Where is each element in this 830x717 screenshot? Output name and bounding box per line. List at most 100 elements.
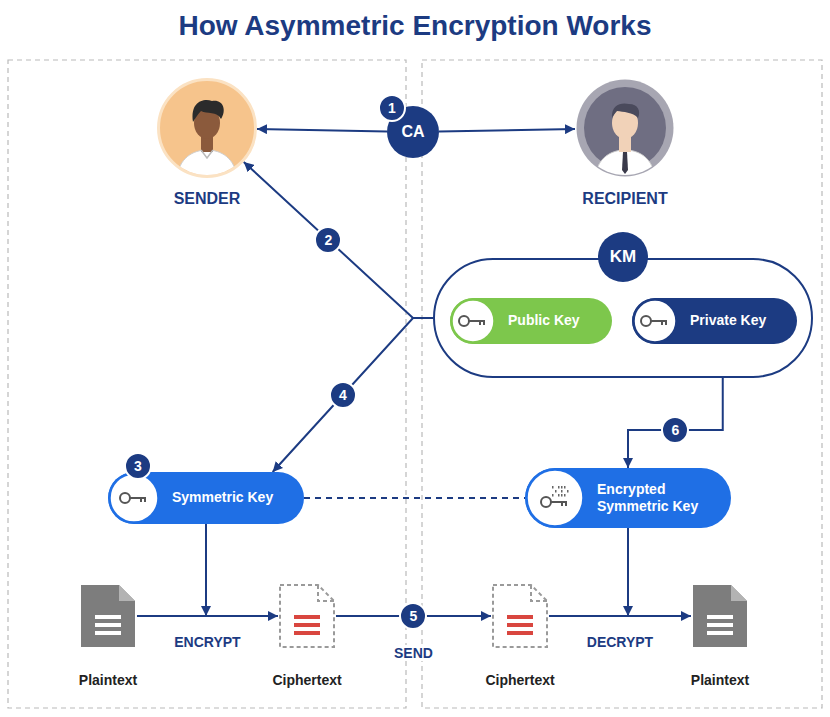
avatar-hair <box>612 103 639 118</box>
document-line <box>707 615 733 619</box>
key-shaft <box>469 321 485 325</box>
key-management-box: KMPublic KeyPrivate Key <box>433 258 813 378</box>
document-line <box>507 623 533 627</box>
document-line <box>294 623 320 627</box>
diagram-title: How Asymmetric Encryption Works <box>0 10 830 42</box>
binary-digit <box>561 490 563 493</box>
callout-number: 4 <box>329 381 357 409</box>
key-link-line <box>304 497 525 499</box>
document-icon <box>491 583 549 649</box>
document-icon <box>79 583 137 649</box>
ciphertext-document: Ciphertext <box>272 583 341 688</box>
avatar-collar <box>201 150 213 158</box>
key-distribution-arrow <box>273 318 433 472</box>
key-distribution-arrow <box>244 162 433 318</box>
plaintext-document: Plaintext <box>691 583 749 688</box>
private-key-pill: Private Key <box>632 298 797 344</box>
key-icon-circle <box>452 300 495 343</box>
step-label: SEND <box>392 645 435 661</box>
document-outline <box>693 585 747 647</box>
avatar-illustration <box>157 78 257 178</box>
sender-panel <box>8 60 406 708</box>
binary-digit <box>564 494 566 497</box>
document-label: Plaintext <box>79 672 137 688</box>
document-line <box>507 615 533 619</box>
avatar-tie <box>622 152 628 174</box>
sender-avatar: SENDER <box>157 78 257 208</box>
document-outline <box>81 585 135 647</box>
binary-digit <box>567 490 569 493</box>
key-shaft <box>130 498 146 502</box>
key-icon <box>108 472 160 524</box>
callout-number: 6 <box>661 416 689 444</box>
document-line <box>294 631 320 635</box>
role-label: SENDER <box>174 190 241 208</box>
binary-digit <box>564 486 566 489</box>
callout-number: 2 <box>314 226 342 254</box>
avatar-shirt <box>177 150 237 178</box>
key-icon <box>632 298 678 344</box>
key-icon <box>525 468 585 528</box>
callout-number: 5 <box>399 602 427 630</box>
public-key-pill: Public Key <box>450 298 612 344</box>
binary-digit <box>558 486 560 489</box>
recipient-avatar: RECIPIENT <box>575 78 675 208</box>
avatar-ring <box>577 80 674 177</box>
document-icon <box>691 583 749 649</box>
key-ring <box>120 493 130 503</box>
binary-digit <box>552 494 554 497</box>
document-fold <box>119 585 135 601</box>
avatar-hair <box>193 100 224 122</box>
document-line <box>707 631 733 635</box>
key-ring <box>459 316 469 326</box>
plaintext-document: Plaintext <box>79 583 137 688</box>
key-shaft <box>651 321 667 325</box>
key-label: Private Key <box>690 312 766 330</box>
avatar-shirt <box>595 150 655 178</box>
step-label: ENCRYPT <box>172 634 242 650</box>
key-feed-arrow <box>627 528 629 616</box>
callout-number: 1 <box>378 94 406 122</box>
encrypt-arrow <box>137 615 278 617</box>
recipient-panel <box>422 60 822 708</box>
key-icon <box>450 298 496 344</box>
document-fold <box>731 585 747 601</box>
document-outline <box>493 585 547 647</box>
document-line <box>95 615 121 619</box>
document-line <box>707 623 733 627</box>
key-label: Public Key <box>508 312 580 330</box>
authority-label: CA <box>401 123 424 141</box>
key-icon-circle <box>527 470 584 527</box>
binary-digit <box>552 486 554 489</box>
document-line <box>95 623 121 627</box>
group-badge: KM <box>598 232 648 282</box>
binary-digit <box>555 490 557 493</box>
document-label: Ciphertext <box>485 672 554 688</box>
certificate-arrow <box>257 129 387 132</box>
binary-digit <box>561 486 563 489</box>
decrypt-arrow <box>549 615 691 617</box>
role-label: RECIPIENT <box>582 190 667 208</box>
key-shaft <box>551 502 567 506</box>
document-label: Ciphertext <box>272 672 341 688</box>
binary-digit <box>558 494 560 497</box>
key-icon-circle <box>634 300 677 343</box>
document-line <box>294 615 320 619</box>
binary-digit <box>561 494 563 497</box>
key-label: Symmetric Key <box>172 489 273 507</box>
certificate-arrow <box>439 129 575 132</box>
key-ring <box>641 316 651 326</box>
document-outline <box>280 585 334 647</box>
document-fold <box>318 585 334 601</box>
key-feed-arrow <box>205 524 207 616</box>
avatar-illustration <box>575 78 675 178</box>
ciphertext-document: Ciphertext <box>485 583 554 688</box>
document-label: Plaintext <box>691 672 749 688</box>
document-line <box>95 631 121 635</box>
document-line <box>507 631 533 635</box>
callout-number: 3 <box>124 452 152 480</box>
key-label: Encrypted Symmetric Key <box>597 481 715 516</box>
step-label: DECRYPT <box>585 634 655 650</box>
key-icon-circle <box>110 474 159 523</box>
